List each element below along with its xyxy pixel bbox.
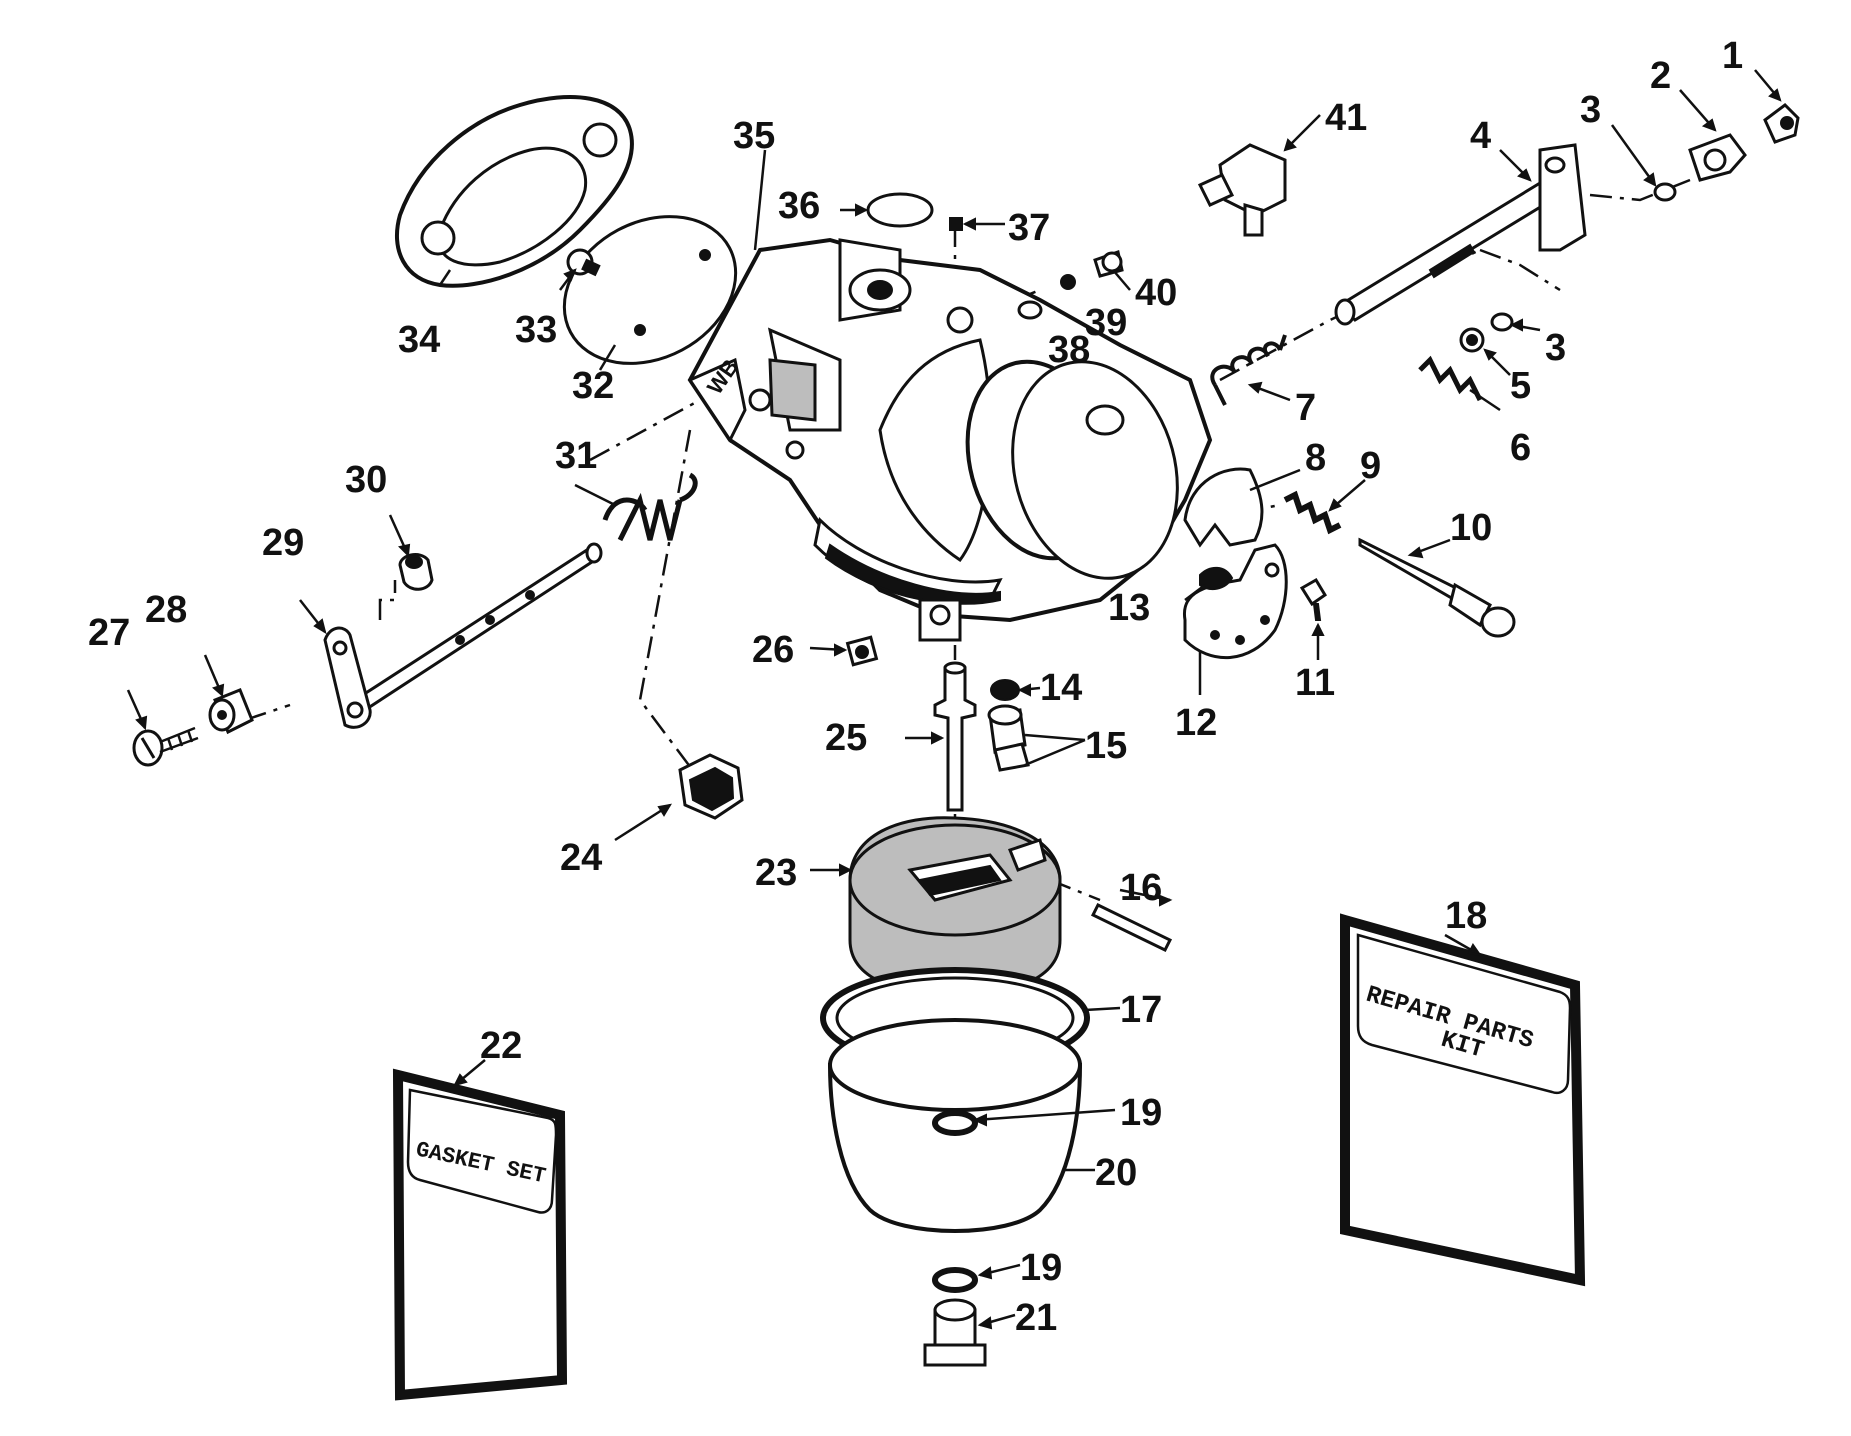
callout-38: 38 — [1048, 329, 1090, 371]
part-23-float — [848, 816, 1062, 997]
callout-26: 26 — [752, 629, 794, 671]
part-7-spring — [1210, 334, 1287, 406]
part-15-main-jet — [987, 704, 1030, 772]
part-12-bracket — [1183, 543, 1288, 660]
part-6-spring — [1418, 355, 1483, 402]
callout-31: 31 — [555, 435, 597, 477]
callout-24: 24 — [560, 837, 602, 879]
callout-3: 3 — [1545, 327, 1566, 369]
part-1-screw — [1763, 103, 1800, 144]
part-8-choke-plate — [1183, 467, 1264, 548]
callout-19: 19 — [1120, 1092, 1162, 1134]
part-20-float-bowl — [827, 1018, 1083, 1233]
callout-14: 14 — [1040, 667, 1082, 709]
callout-12: 12 — [1175, 702, 1217, 744]
callout-20: 20 — [1095, 1152, 1137, 1194]
part-11-screw — [1299, 577, 1328, 621]
part-13-spring — [1199, 566, 1234, 591]
part-36-welch-plug — [866, 192, 934, 228]
part-4-choke-shaft — [1334, 143, 1587, 326]
part-31-spring — [602, 472, 698, 542]
part-32-throttle-plate — [562, 215, 738, 365]
part-22-gasket-set: GASKET SET — [392, 1068, 568, 1401]
callout-10: 10 — [1450, 507, 1492, 549]
callout-8: 8 — [1305, 437, 1326, 479]
part-37-plug — [949, 217, 963, 231]
callout-37: 37 — [1008, 207, 1050, 249]
callout-3: 3 — [1580, 89, 1601, 131]
callout-30: 30 — [345, 459, 387, 501]
part-2-choke-lever — [1688, 133, 1747, 182]
callout-41: 41 — [1325, 97, 1367, 139]
part-27-screw — [132, 726, 199, 767]
part-25-main-nozzle — [933, 661, 977, 812]
callout-labels: 1 2 3 3 4 5 6 7 8 9 10 11 12 13 14 15 16… — [88, 35, 1743, 1339]
callout-19: 19 — [1020, 1247, 1062, 1289]
callout-leaders — [126, 69, 1782, 1330]
callout-40: 40 — [1135, 272, 1177, 314]
part-34-flange-gasket — [394, 95, 634, 288]
callout-36: 36 — [778, 185, 820, 227]
part-38-washer — [1017, 300, 1043, 320]
part-16-float-pin — [1090, 903, 1173, 952]
callout-2: 2 — [1650, 55, 1671, 97]
callout-32: 32 — [572, 365, 614, 407]
callout-6: 6 — [1510, 427, 1531, 469]
part-14-washer — [990, 679, 1020, 701]
part-33-screw — [566, 248, 601, 277]
part-21-drain-plug — [923, 1298, 987, 1367]
callout-39: 39 — [1085, 302, 1127, 344]
part-39-40-idle-screw — [1060, 250, 1124, 290]
callout-25: 25 — [825, 717, 867, 759]
callout-9: 9 — [1360, 445, 1381, 487]
callout-15: 15 — [1085, 725, 1127, 767]
callout-11: 11 — [1295, 662, 1335, 704]
callout-27: 27 — [88, 612, 130, 654]
callout-17: 17 — [1120, 989, 1162, 1031]
part-19-washers — [932, 1110, 978, 1293]
callout-5: 5 — [1510, 365, 1531, 407]
callout-13: 13 — [1108, 587, 1150, 629]
carburetor-body: WB — [687, 237, 1213, 642]
part-28-bushing — [208, 688, 254, 735]
callout-4: 4 — [1470, 115, 1491, 157]
callout-33: 33 — [515, 309, 557, 351]
part-29-throttle-shaft — [323, 542, 603, 729]
callout-1: 1 — [1722, 35, 1743, 77]
callout-35: 35 — [733, 115, 775, 157]
callout-34: 34 — [398, 319, 440, 361]
callout-23: 23 — [755, 852, 797, 894]
callout-22: 22 — [480, 1025, 522, 1067]
part-5-nut — [1459, 327, 1485, 353]
callout-16: 16 — [1120, 867, 1162, 909]
part-3-washers — [1490, 182, 1677, 332]
callout-21: 21 — [1015, 1297, 1057, 1339]
callout-18: 18 — [1445, 895, 1487, 937]
part-18-repair-parts-kit: REPAIR PARTS KIT — [1340, 913, 1586, 1287]
part-10-mixture-needle — [1358, 537, 1516, 638]
part-26-screw — [845, 635, 879, 667]
part-9-spring — [1283, 490, 1342, 535]
part-41-fitting — [1197, 143, 1287, 237]
callout-7: 7 — [1295, 387, 1316, 429]
callout-29: 29 — [262, 522, 304, 564]
callout-28: 28 — [145, 589, 187, 631]
part-30-bushing — [398, 553, 434, 591]
part-24-nut — [678, 753, 744, 820]
